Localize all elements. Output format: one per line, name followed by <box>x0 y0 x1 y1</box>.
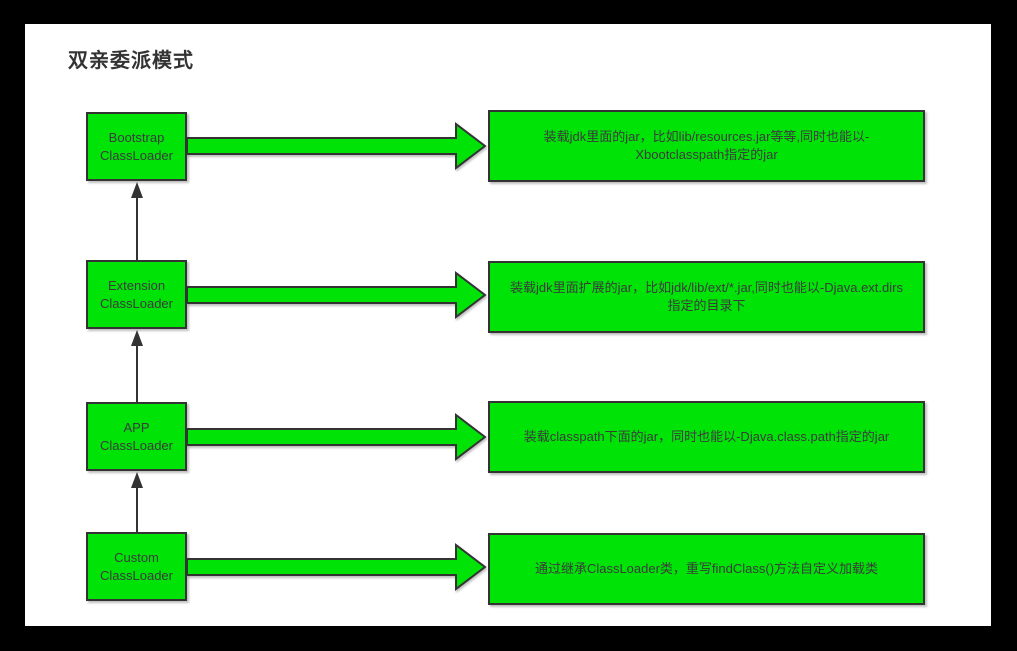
up-arrow-icon <box>131 182 143 260</box>
description-line: 指定的目录下 <box>667 298 746 313</box>
description-line: 通过继承ClassLoader类，重写findClass()方法自定义加载类 <box>534 561 879 576</box>
right-arrow-icon <box>187 271 487 319</box>
description-line: Xbootclasspath指定的jar <box>635 147 778 162</box>
right-arrow-icon <box>187 543 487 591</box>
node-app-description: 装载classpath下面的jar，同时也能以-Djava.class.path… <box>488 401 925 473</box>
node-custom-description: 通过继承ClassLoader类，重写findClass()方法自定义加载类 <box>488 533 925 605</box>
node-extension-description: 装载jdk里面扩展的jar，比如jdk/lib/ext/*.jar,同时也能以-… <box>488 261 925 333</box>
node-custom-classloader: Custom ClassLoader <box>86 532 187 601</box>
node-bootstrap-description: 装载jdk里面的jar，比如lib/resources.jar等等,同时也能以-… <box>488 110 925 182</box>
description-line: 装载jdk里面扩展的jar，比如jdk/lib/ext/*.jar,同时也能以-… <box>510 280 903 295</box>
node-label-line2: ClassLoader <box>100 567 173 583</box>
diagram-canvas: 双亲委派模式 Bootstrap ClassLoader 装载jdk里面的jar… <box>25 24 991 626</box>
description-line: 装载jdk里面的jar，比如lib/resources.jar等等,同时也能以- <box>543 129 870 144</box>
description-line: 装载classpath下面的jar，同时也能以-Djava.class.path… <box>523 429 890 444</box>
node-app-classloader: APP ClassLoader <box>86 402 187 471</box>
node-label-line2: ClassLoader <box>100 437 173 453</box>
node-label-line1: APP <box>123 419 150 435</box>
up-arrow-icon <box>131 472 143 532</box>
up-arrow-icon <box>131 330 143 402</box>
node-label-line2: ClassLoader <box>100 295 173 311</box>
right-arrow-icon <box>187 413 487 461</box>
diagram-title: 双亲委派模式 <box>68 50 194 72</box>
node-bootstrap-classloader: Bootstrap ClassLoader <box>86 112 187 181</box>
node-label-line1: Bootstrap <box>108 129 165 145</box>
node-extension-classloader: Extension ClassLoader <box>86 260 187 329</box>
node-label-line2: ClassLoader <box>100 147 173 163</box>
right-arrow-icon <box>187 122 487 170</box>
node-label-line1: Custom <box>114 549 159 565</box>
node-label-line1: Extension <box>107 277 166 293</box>
